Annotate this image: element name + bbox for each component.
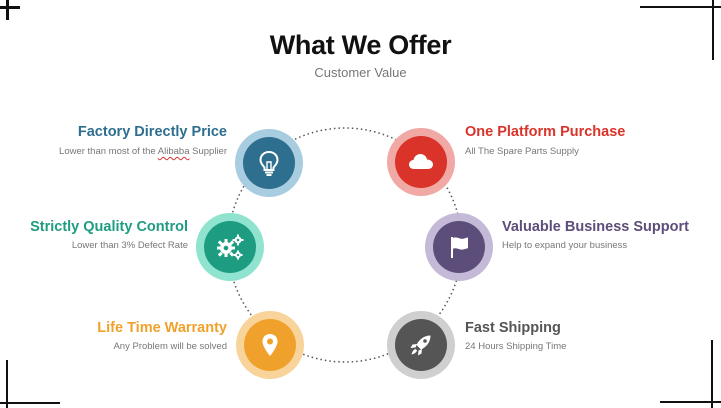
item-description: Lower than most of the Alibaba Supplier <box>59 146 227 157</box>
item-description: Any Problem will be solved <box>113 341 227 352</box>
badge-valuable-business-support <box>425 213 493 281</box>
flag-icon <box>451 237 468 258</box>
item-description: All The Spare Parts Supply <box>465 146 579 157</box>
gears-icon <box>217 234 244 260</box>
item-description: 24 Hours Shipping Time <box>465 341 567 352</box>
slide-title: What We Offer <box>269 30 452 60</box>
item-title: Valuable Business Support <box>502 219 689 235</box>
rocket-icon <box>410 335 431 356</box>
item-title: One Platform Purchase <box>465 124 626 140</box>
slide <box>10 12 709 397</box>
item-title: Strictly Quality Control <box>30 219 188 235</box>
badge-life-time-warranty <box>236 311 304 379</box>
map-pin-icon <box>262 334 278 356</box>
cloud-icon <box>409 154 433 169</box>
item-description: Help to expand your business <box>502 240 628 251</box>
item-title: Factory Directly Price <box>77 124 227 140</box>
badge-factory-directly-price <box>235 129 303 197</box>
badge-one-platform-purchase <box>387 128 455 196</box>
badge-fast-shipping <box>387 311 455 379</box>
item-title: Fast Shipping <box>465 320 561 336</box>
item-description: Lower than 3% Defect Rate <box>71 240 188 251</box>
lightbulb-icon <box>259 150 279 176</box>
badge-strictly-quality-control <box>196 213 264 281</box>
item-title: Life Time Warranty <box>97 320 227 336</box>
slide-subtitle: Customer Value <box>314 65 407 80</box>
